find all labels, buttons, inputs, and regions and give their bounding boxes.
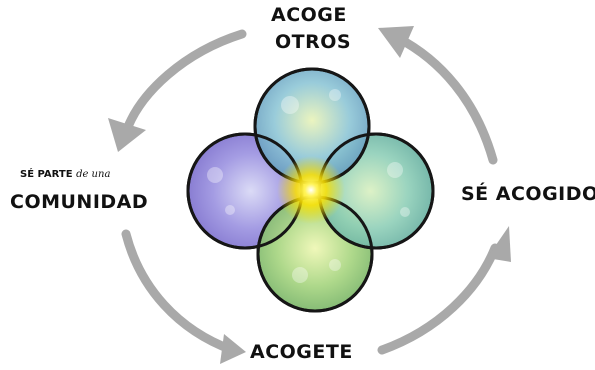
label-se-parte-de-una: SÉ PARTE de una [20,170,110,180]
arrowhead-right [487,226,511,262]
label-comunidad: COMUNIDAD [10,193,148,212]
label-de-una: de una [76,169,110,180]
label-se-acogido: SÉ ACOGIDO [461,185,595,204]
arrow-bottom-to-right [382,248,495,350]
label-acoge: ACOGE [271,6,347,25]
arrow-top-to-left [126,34,242,132]
arrow-left-to-bottom [126,234,232,350]
center-glow [277,156,345,224]
label-otros: OTROS [275,33,351,52]
label-acogete: ACOGETE [250,343,353,362]
arrowhead-bottom [220,334,246,364]
label-se-parte: SÉ PARTE [20,169,73,180]
arrow-right-to-top [398,38,493,160]
